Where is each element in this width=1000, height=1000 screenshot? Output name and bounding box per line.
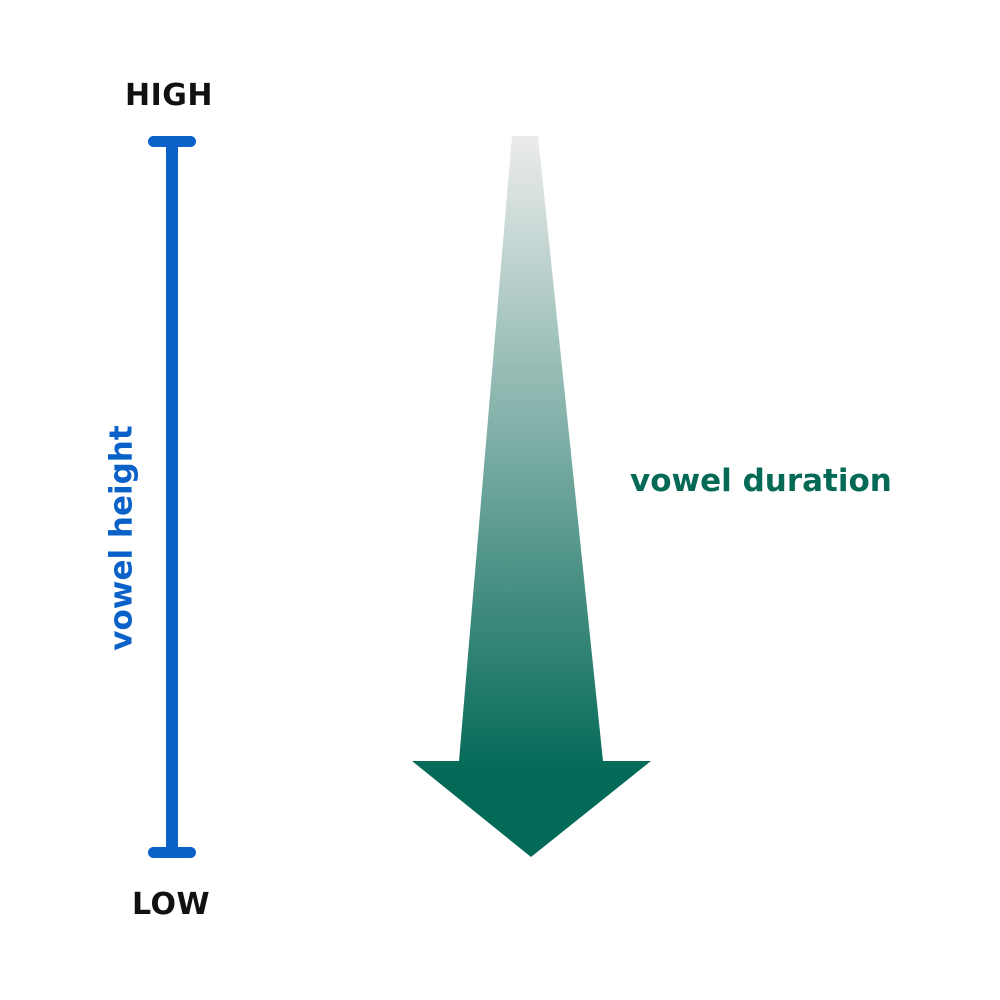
- vowel-height-scale-bar: [166, 140, 178, 857]
- arrow-shape: [412, 136, 651, 857]
- high-label: HIGH: [125, 78, 214, 113]
- scale-bottom-cap: [148, 847, 196, 858]
- scale-top-cap: [148, 136, 196, 147]
- vowel-duration-label: vowel duration: [630, 463, 892, 499]
- low-label: LOW: [132, 887, 211, 922]
